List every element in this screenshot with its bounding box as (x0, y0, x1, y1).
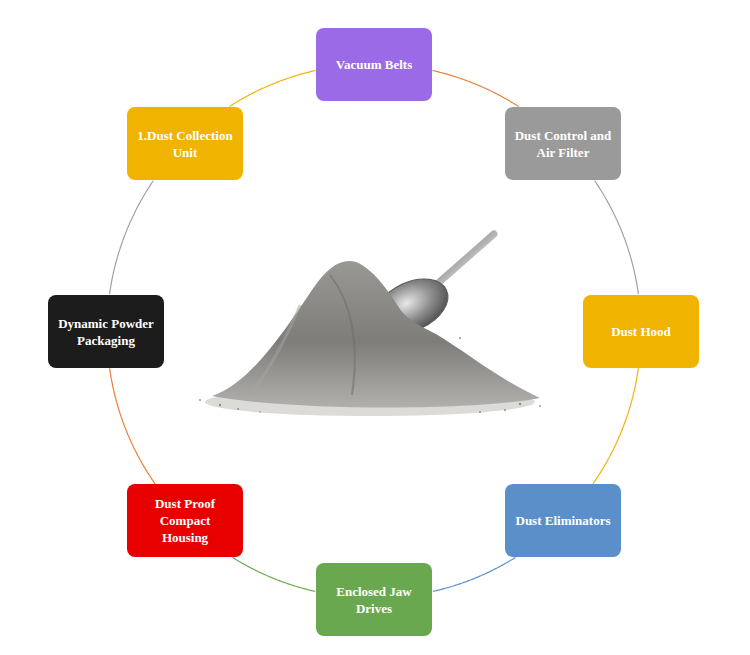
cycle-arc (432, 71, 518, 107)
box-label: Dust Eliminators (516, 512, 611, 529)
box-label: Enclosed Jaw Drives (324, 583, 424, 617)
box-label: Dust Proof Compact Housing (135, 495, 235, 546)
powder-shading (250, 305, 300, 395)
process-box: Enclosed Jaw Drives (316, 563, 432, 636)
cycle-arc (433, 557, 516, 591)
cycle-arc (110, 368, 156, 484)
powder-speckles (199, 337, 541, 413)
cycle-arc (233, 557, 316, 591)
process-box: 1.Dust Collection Unit (127, 107, 243, 180)
powder-shading (330, 275, 355, 395)
cycle-arc (229, 71, 315, 107)
box-label: Dust Hood (611, 323, 671, 340)
box-label: Vacuum Belts (336, 56, 412, 73)
process-box: Dust Proof Compact Housing (127, 484, 243, 557)
process-box: Dynamic Powder Packaging (48, 295, 164, 368)
process-box: Dust Hood (583, 295, 699, 368)
process-box: Dust Eliminators (505, 484, 621, 557)
process-box: Vacuum Belts (316, 28, 432, 101)
process-box: Dust Control and Air Filter (505, 107, 621, 180)
box-label: Dynamic Powder Packaging (56, 315, 156, 349)
cycle-arc (595, 181, 639, 295)
box-label: 1.Dust Collection Unit (135, 127, 235, 161)
cycle-arc (593, 368, 639, 484)
powder-pile (212, 261, 540, 407)
box-label: Dust Control and Air Filter (513, 127, 613, 161)
cycle-arc (110, 181, 154, 295)
